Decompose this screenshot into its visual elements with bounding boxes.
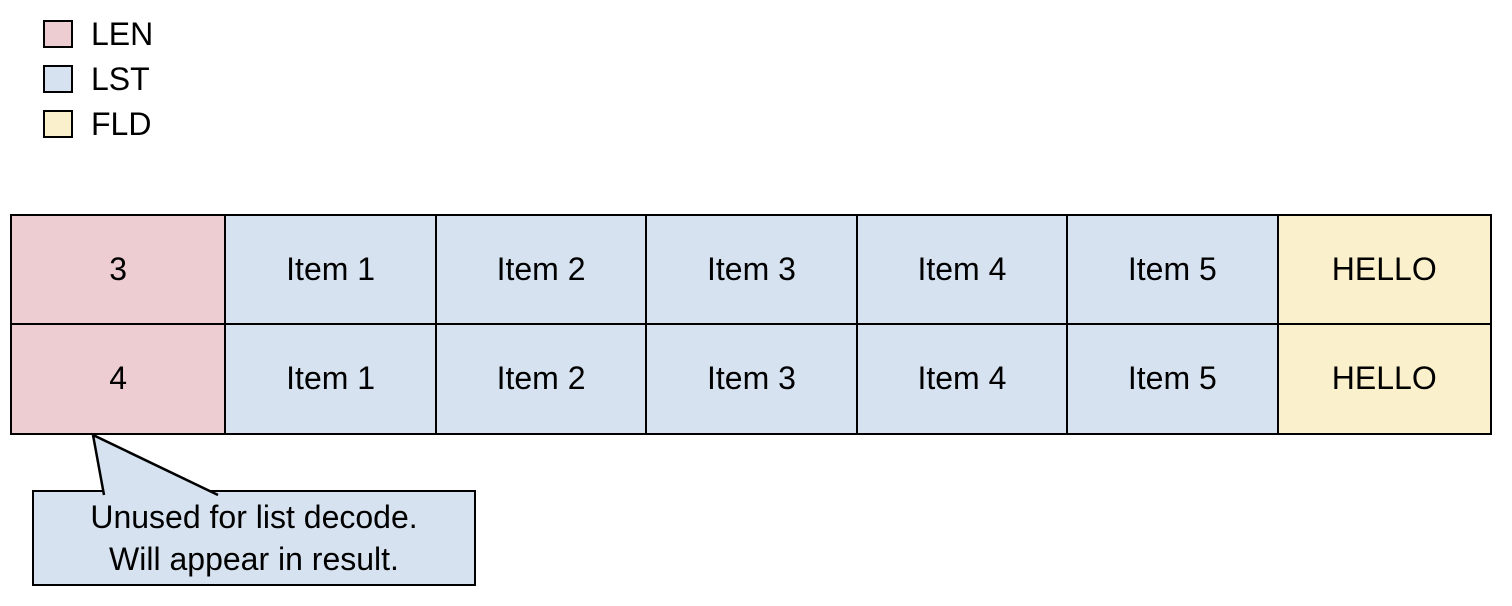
legend-swatch-len bbox=[43, 20, 73, 48]
legend-label-len: LEN bbox=[91, 16, 154, 52]
table-cell-fld: HELLO bbox=[1278, 216, 1490, 325]
callout-bubble: Unused for list decode. Will appear in r… bbox=[32, 490, 476, 586]
legend-label-fld: FLD bbox=[91, 106, 152, 142]
table-cell-item: Item 4 bbox=[857, 324, 1069, 433]
table-cell-item: Item 5 bbox=[1068, 216, 1279, 325]
table-cell-item: Item 3 bbox=[647, 216, 858, 325]
table-cell-item: Item 2 bbox=[436, 324, 648, 433]
table-cell-item: Item 3 bbox=[647, 324, 858, 433]
callout-text-line2: Will appear in result. bbox=[109, 541, 399, 577]
table-cell-len: 3 bbox=[12, 216, 227, 325]
table-cell-fld: HELLO bbox=[1278, 324, 1490, 433]
encoded-list-table: 3 Item 1 Item 2 Item 3 Item 4 Item 5 HEL… bbox=[10, 214, 1492, 435]
table-cell-item: Item 1 bbox=[226, 216, 437, 325]
legend: LEN LST FLD bbox=[43, 16, 154, 155]
table-cell-len: 4 bbox=[12, 324, 227, 433]
callout-text-line1: Unused for list decode. bbox=[90, 499, 418, 535]
legend-item-len: LEN bbox=[43, 16, 154, 52]
legend-swatch-lst bbox=[43, 65, 73, 93]
legend-label-lst: LST bbox=[91, 61, 150, 97]
table-cell-item: Item 2 bbox=[436, 216, 648, 325]
table-cell-item: Item 1 bbox=[226, 324, 437, 433]
table-cell-item: Item 4 bbox=[857, 216, 1069, 325]
table-cell-item: Item 5 bbox=[1068, 324, 1279, 433]
legend-item-lst: LST bbox=[43, 61, 153, 97]
legend-swatch-fld bbox=[43, 110, 73, 138]
legend-item-fld: FLD bbox=[43, 106, 153, 142]
